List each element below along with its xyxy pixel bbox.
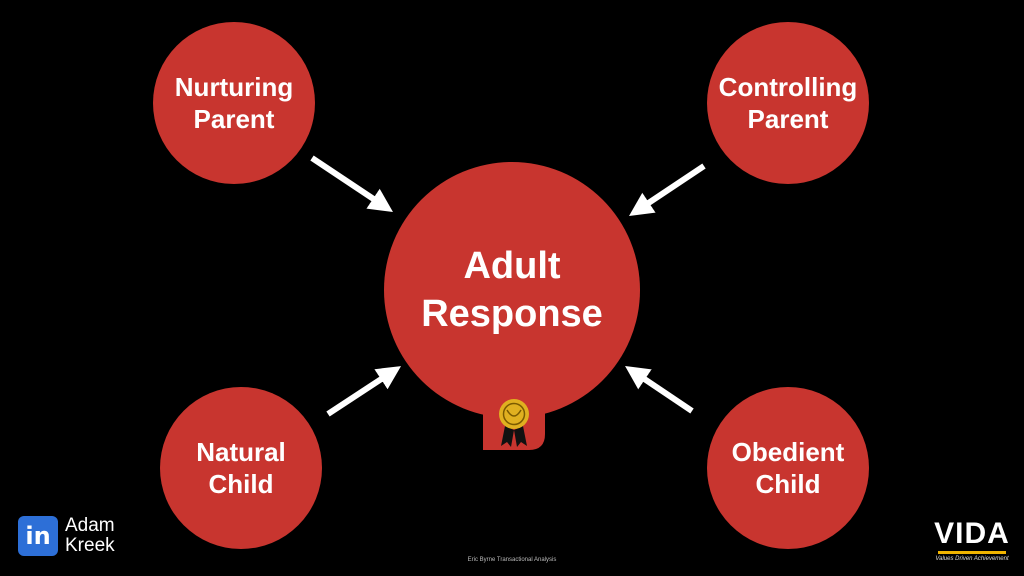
node-natural-child: Natural Child <box>160 387 322 549</box>
arrow-natural-to-adult <box>326 366 402 417</box>
node-label-line2: Parent <box>747 104 829 134</box>
brand-name-line1: Adam <box>65 515 115 536</box>
node-label-line1: Adult <box>463 245 561 287</box>
vida-logo: VIDA Values Driven Achievement <box>930 517 1014 563</box>
vida-wordmark: VIDA <box>934 517 1010 550</box>
source-credit: Eric Byrne Transactional Analysis <box>467 557 557 563</box>
arrow-controlling-to-adult <box>629 163 706 216</box>
award-ribbon-icon <box>483 390 545 450</box>
vida-tagline: Values Driven Achievement <box>935 556 1009 562</box>
node-label-line2: Response <box>421 293 603 335</box>
node-label-line1: Controlling <box>718 72 858 102</box>
arrow-obedient-to-adult <box>625 365 694 414</box>
node-label-line2: Child <box>755 469 821 499</box>
adam-kreek-logo: in Adam Kreek <box>18 516 115 556</box>
node-label-line1: Obedient <box>731 437 845 467</box>
node-label-line2: Parent <box>193 104 275 134</box>
vida-underline <box>938 551 1006 554</box>
brand-name-line2: Kreek <box>65 535 115 556</box>
arrow-nurturing-to-adult <box>310 155 393 212</box>
node-obedient-child: Obedient Child <box>707 387 869 549</box>
node-label-line2: Child <box>208 469 274 499</box>
node-controlling-parent: Controlling Parent <box>707 22 869 184</box>
node-adult-response: Adult Response <box>384 162 640 418</box>
brand-name: Adam Kreek <box>65 516 115 556</box>
linkedin-icon: in <box>18 516 58 556</box>
node-label-line1: Natural <box>196 437 286 467</box>
node-label-line1: Nurturing <box>174 72 294 102</box>
node-nurturing-parent: Nurturing Parent <box>153 22 315 184</box>
